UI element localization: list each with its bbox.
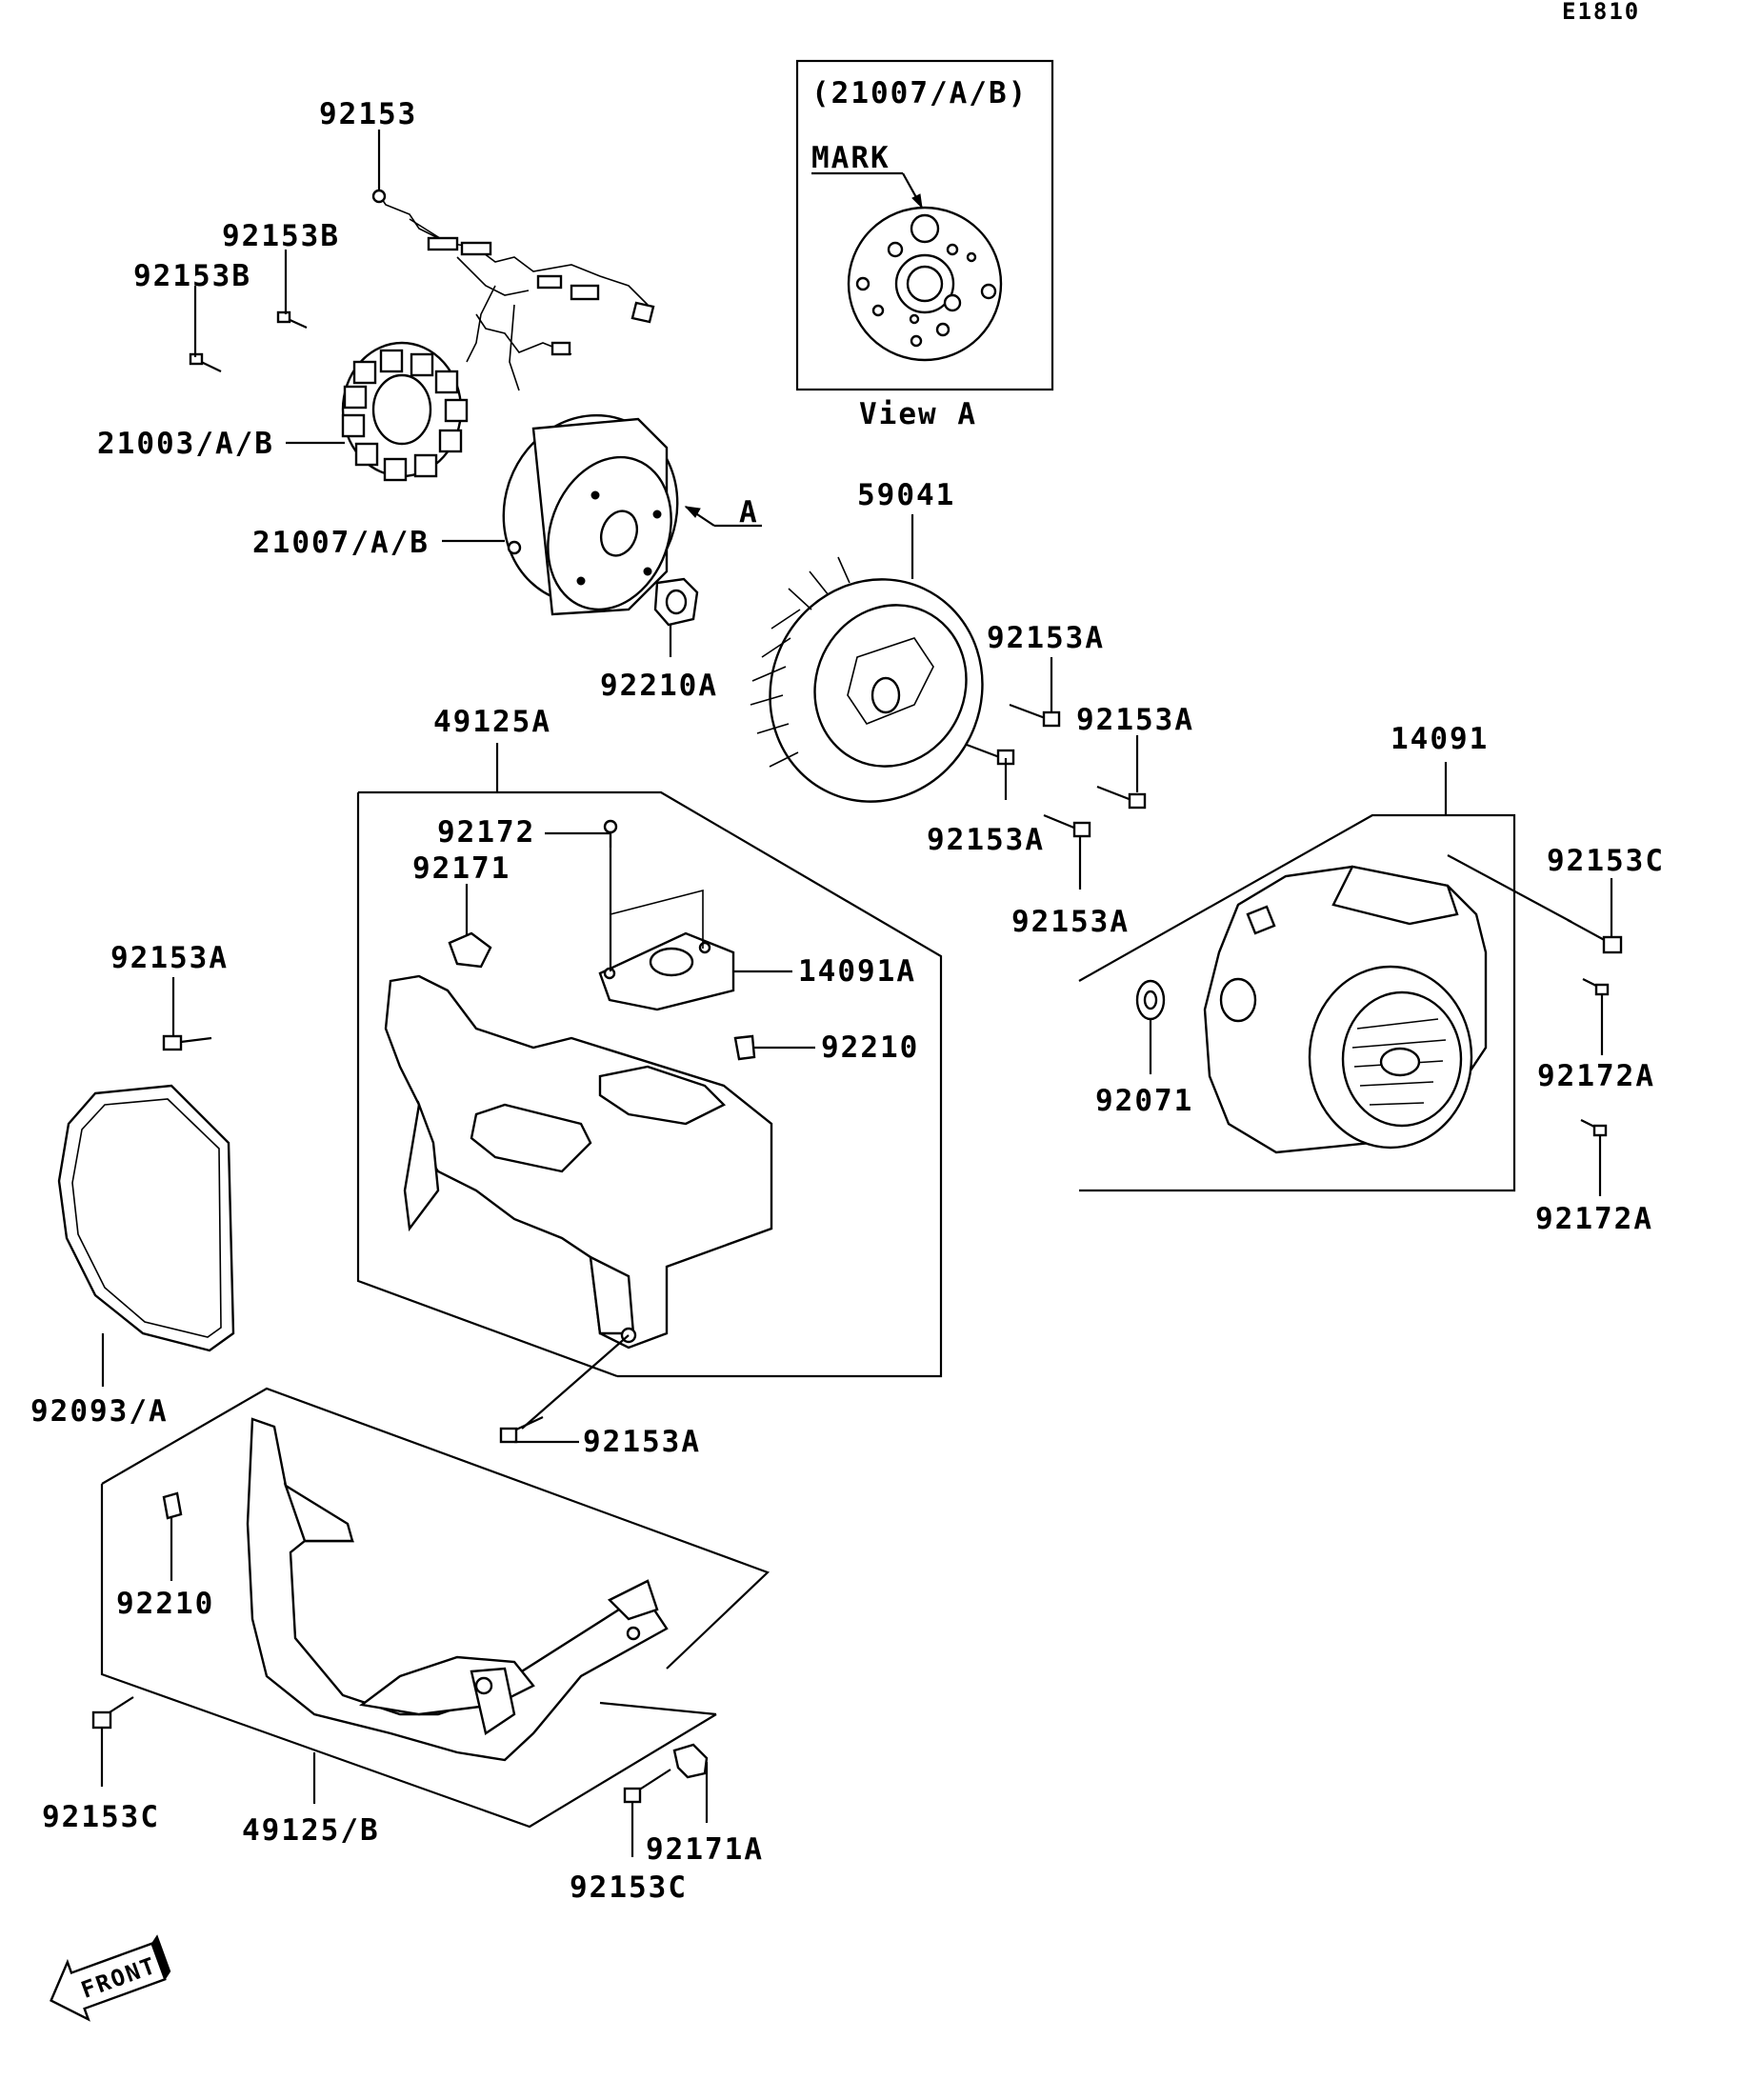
label-92172a-2: 92172A (1535, 1202, 1653, 1236)
screw-92172a-1-icon (1582, 978, 1610, 996)
part-labels: 92153 92153B 92153B 21003/A/B 21007/A/B … (30, 97, 1665, 1905)
stator-icon (341, 341, 469, 482)
cover-14091a-icon (598, 931, 735, 1011)
mark-label: MARK (811, 141, 891, 175)
label-92171: 92171 (412, 851, 510, 886)
fan-cover-icon (1203, 865, 1488, 1154)
flywheel-rotor-icon (502, 413, 679, 616)
stator-assembly (341, 189, 655, 482)
rotor-face-icon (847, 206, 1003, 362)
washer-92071-icon (1135, 979, 1166, 1021)
bolt-92153c-left-icon (91, 1696, 134, 1730)
label-21007: 21007/A/B (252, 526, 430, 560)
label-92153c-right: 92153C (570, 1870, 688, 1905)
label-49125b: 49125/B (242, 1813, 380, 1848)
arrow-a-label: A (739, 495, 759, 530)
clip-92171a-icon (672, 1743, 709, 1779)
cooling-fan-icon (750, 556, 984, 803)
bolt-92153a-3-icon (1096, 785, 1147, 810)
leader-lines (100, 130, 1613, 1857)
label-92153: 92153 (319, 97, 417, 131)
label-92153c-left: 92153C (42, 1800, 160, 1834)
ref-code: E1810 (1562, 0, 1640, 25)
gasket-92093a-icon (57, 1084, 235, 1352)
label-92153a-shroud: 92153A (583, 1425, 701, 1459)
label-92153b-lower: 92153B (133, 259, 251, 293)
bolt-92172-icon (603, 819, 618, 971)
label-92171a: 92171A (646, 1832, 764, 1867)
label-92153a-fan-1: 92153A (987, 621, 1105, 655)
label-92071: 92071 (1095, 1084, 1193, 1118)
label-92172: 92172 (437, 815, 535, 850)
shroud-49125b-group (100, 1387, 770, 1829)
nut-92210-upper-icon (733, 1034, 756, 1061)
bolt-92153a-shroud-icon (499, 1416, 544, 1444)
label-92210-upper: 92210 (821, 1030, 919, 1065)
bolt-92153c-cover-icon (1567, 919, 1623, 954)
label-92153a-fan-3: 92153A (927, 823, 1045, 857)
label-49125a: 49125A (433, 705, 551, 739)
screw-92172a-2-icon (1580, 1119, 1608, 1137)
clip-92171-icon (448, 931, 492, 969)
nut-92210a-icon (653, 577, 699, 627)
label-92172a-1: 92172A (1537, 1059, 1655, 1093)
view-a-inset: (21007/A/B) MARK View A (795, 59, 1054, 431)
shroud-upper-icon (384, 974, 773, 1350)
label-92153c-cover: 92153C (1547, 844, 1665, 878)
fan-cover-14091-group (1078, 813, 1516, 1192)
screw-92153b-a-icon (276, 310, 308, 330)
view-a-title: (21007/A/B) (811, 76, 1028, 110)
nut-92210-lower-icon (162, 1491, 183, 1520)
label-92093a: 92093/A (30, 1394, 169, 1429)
label-21003: 21003/A/B (97, 427, 274, 461)
shroud-lower-icon (246, 1417, 669, 1762)
bolt-92153c-right-icon (623, 1769, 671, 1804)
label-92153a-fan-2: 92153A (1076, 703, 1194, 737)
front-arrow-icon: FRONT (50, 1934, 171, 2022)
label-92153a-fan-4: 92153A (1011, 905, 1130, 939)
label-92210a: 92210A (600, 669, 718, 703)
shroud-49125a-group (356, 790, 943, 1378)
label-92153a-left: 92153A (110, 941, 229, 975)
label-92153b-upper: 92153B (222, 219, 340, 253)
label-14091a: 14091A (798, 954, 916, 989)
label-59041: 59041 (857, 478, 955, 512)
view-a-caption: View A (859, 397, 977, 431)
bolt-92153a-left-icon (162, 1034, 212, 1051)
bolt-92153a-1-icon (1009, 703, 1061, 728)
label-92210-lower: 92210 (116, 1587, 214, 1621)
label-14091: 14091 (1391, 722, 1489, 756)
bolt-92153a-4-icon (1043, 813, 1091, 838)
bolt-92153a-2-icon (966, 743, 1015, 766)
